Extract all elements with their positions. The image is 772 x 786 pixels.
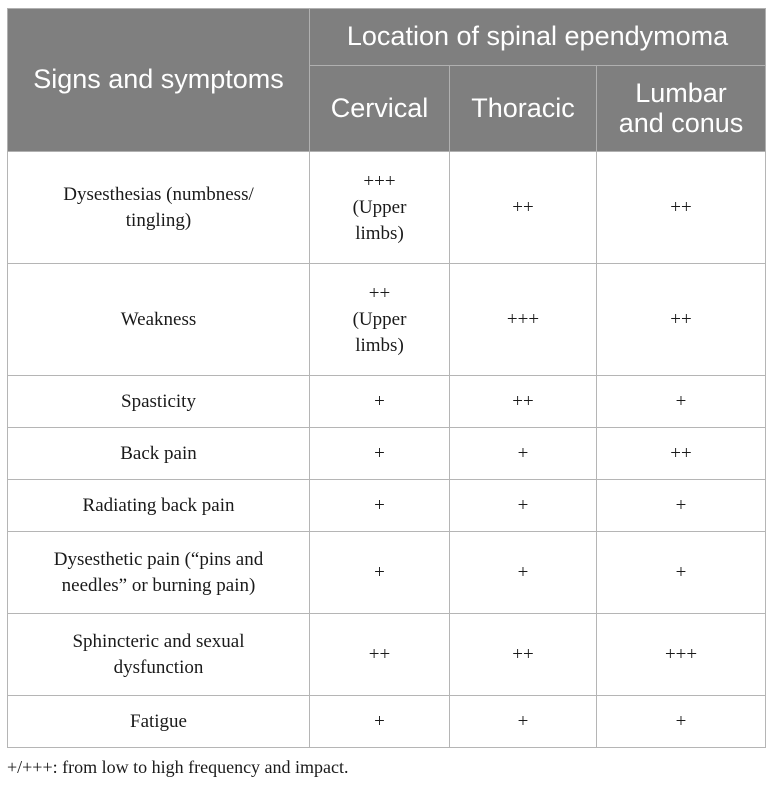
table-container: Signs and symptoms Location of spinal ep… xyxy=(7,8,767,748)
table-row: Sphincteric and sexual dysfunction ++ ++… xyxy=(7,613,767,696)
table-row: Dysesthesias (numbness/ tingling) +++ (U… xyxy=(7,151,767,264)
table-row: Fatigue + + + xyxy=(7,695,767,748)
symptom-cell: Sphincteric and sexual dysfunction xyxy=(7,613,310,696)
thoracic-cell: + xyxy=(449,531,597,614)
lumbar-cell: + xyxy=(595,375,767,428)
table-row: Spasticity + ++ + xyxy=(7,375,767,428)
lumbar-cell: + xyxy=(595,531,767,614)
symptom-cell: Radiating back pain xyxy=(7,479,310,532)
cervical-cell: + xyxy=(309,479,450,532)
cervical-cell: + xyxy=(309,531,450,614)
header-cervical: Cervical xyxy=(309,65,450,152)
lumbar-cell: ++ xyxy=(595,151,767,264)
symptom-cell: Back pain xyxy=(7,427,310,480)
cervical-cell: +++ (Upper limbs) xyxy=(309,151,450,264)
cervical-cell: ++ (Upper limbs) xyxy=(309,263,450,376)
table-row: Dysesthetic pain (“pins and needles” or … xyxy=(7,531,767,614)
header-signs-and-symptoms: Signs and symptoms xyxy=(7,8,310,152)
lumbar-cell: + xyxy=(595,479,767,532)
cervical-cell: + xyxy=(309,375,450,428)
table-body: Dysesthesias (numbness/ tingling) +++ (U… xyxy=(7,151,767,748)
lumbar-cell: +++ xyxy=(595,613,767,696)
symptom-cell: Fatigue xyxy=(7,695,310,748)
thoracic-cell: + xyxy=(449,427,597,480)
thoracic-cell: ++ xyxy=(449,613,597,696)
lumbar-cell: + xyxy=(595,695,767,748)
thoracic-cell: +++ xyxy=(449,263,597,376)
symptoms-table: Signs and symptoms Location of spinal ep… xyxy=(7,8,767,748)
header-location: Location of spinal ependymoma xyxy=(308,8,767,66)
symptom-cell: Dysesthetic pain (“pins and needles” or … xyxy=(7,531,310,614)
table-header: Signs and symptoms Location of spinal ep… xyxy=(7,8,767,152)
lumbar-cell: ++ xyxy=(595,427,767,480)
header-lumbar-conus: Lumbar and conus xyxy=(595,65,767,152)
header-thoracic: Thoracic xyxy=(449,65,597,152)
table-row: Back pain + + ++ xyxy=(7,427,767,480)
symptom-cell: Dysesthesias (numbness/ tingling) xyxy=(7,151,310,264)
table-row: Radiating back pain + + + xyxy=(7,479,767,532)
table-footnote: +/+++: from low to high frequency and im… xyxy=(7,757,349,777)
thoracic-cell: ++ xyxy=(449,151,597,264)
cervical-cell: + xyxy=(309,427,450,480)
table-row: Weakness ++ (Upper limbs) +++ ++ xyxy=(7,263,767,376)
thoracic-cell: + xyxy=(449,695,597,748)
cervical-cell: ++ xyxy=(309,613,450,696)
thoracic-cell: + xyxy=(449,479,597,532)
thoracic-cell: ++ xyxy=(449,375,597,428)
cervical-cell: + xyxy=(309,695,450,748)
symptom-cell: Spasticity xyxy=(7,375,310,428)
lumbar-cell: ++ xyxy=(595,263,767,376)
symptom-cell: Weakness xyxy=(7,263,310,376)
